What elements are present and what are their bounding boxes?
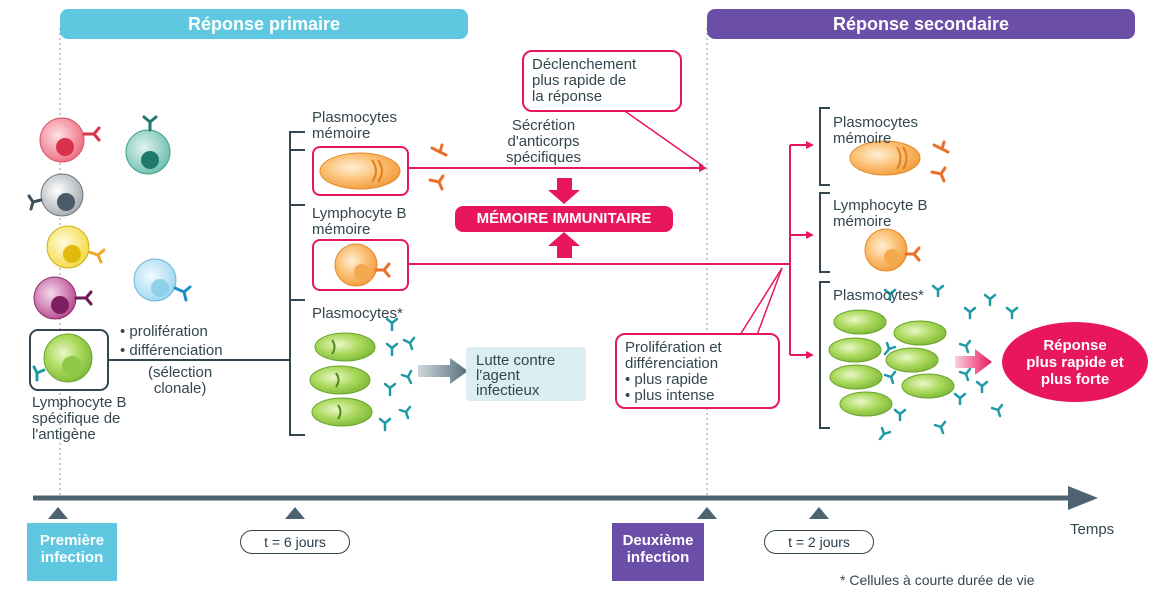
cell-grey bbox=[27, 173, 84, 217]
label-secretion-anticorps: Sécrétion d'anticorps spécifiques bbox=[506, 117, 582, 166]
callout-proliferation-differenciation: Prolifération et différenciation • plus … bbox=[615, 333, 780, 409]
callout-declenchement: Déclenchement plus rapide de la réponse bbox=[522, 50, 682, 112]
lymphocyte-memoire-secondary bbox=[864, 228, 921, 272]
label-plasmocytes-memoire-secondary: Plasmocytes mémoire bbox=[833, 114, 919, 147]
badge-reponse-rapide-forte: Réponse plus rapide et plus forte bbox=[1002, 322, 1148, 402]
box-lutte-agent-infectieux: Lutte contre l'agent infectieux bbox=[466, 347, 586, 401]
label-temps: Temps bbox=[1070, 521, 1115, 538]
pill-t-2-jours: t = 2 jours bbox=[764, 530, 874, 554]
label-proliferation: • prolifération bbox=[120, 323, 208, 340]
cell-red bbox=[39, 117, 101, 163]
label-plasmocytes-secondary: Plasmocytes* bbox=[833, 287, 924, 304]
badge-memoire-immunitaire: MÉMOIRE IMMUNITAIRE bbox=[455, 206, 673, 232]
label-lymphocyte-memoire-secondary: Lymphocyte B mémoire bbox=[833, 197, 928, 230]
banner-reponse-secondaire: Réponse secondaire bbox=[707, 9, 1135, 39]
box-premiere-infection: Première infection bbox=[27, 523, 117, 581]
label-lymphocyte-specifique: Lymphocyte B spécifique de l'antigène bbox=[32, 394, 127, 443]
label-differenciation: • différenciation bbox=[120, 342, 223, 359]
pill-t-6-jours: t = 6 jours bbox=[240, 530, 350, 554]
plasmocytes-secondary bbox=[828, 284, 1019, 441]
label-plasmocytes-primary: Plasmocytes* bbox=[312, 305, 403, 322]
footnote-courte-duree: * Cellules à courte durée de vie bbox=[840, 572, 1035, 588]
plasmocyte-memoire-primary bbox=[312, 143, 448, 196]
cell-blue bbox=[133, 258, 192, 302]
banner-reponse-primaire: Réponse primaire bbox=[60, 9, 468, 39]
cell-teal bbox=[125, 115, 171, 175]
label-lymphocyte-memoire-primary: Lymphocyte B mémoire bbox=[312, 205, 407, 238]
label-selection-clonale: (sélection clonale) bbox=[148, 364, 213, 397]
specific-lymphocyte-b bbox=[29, 329, 109, 391]
cell-yellow bbox=[46, 225, 106, 269]
label-plasmocytes-memoire-primary: Plasmocytes mémoire bbox=[312, 109, 398, 142]
plasmocyte-memoire-secondary bbox=[849, 140, 950, 183]
plasmocytes-primary bbox=[309, 317, 416, 432]
cell-purple bbox=[33, 276, 93, 320]
reponse-rapide-text: Réponse plus rapide et plus forte bbox=[1026, 336, 1124, 388]
lymphocyte-memoire-primary bbox=[312, 239, 409, 291]
box-deuxieme-infection: Deuxième infection bbox=[612, 523, 704, 581]
